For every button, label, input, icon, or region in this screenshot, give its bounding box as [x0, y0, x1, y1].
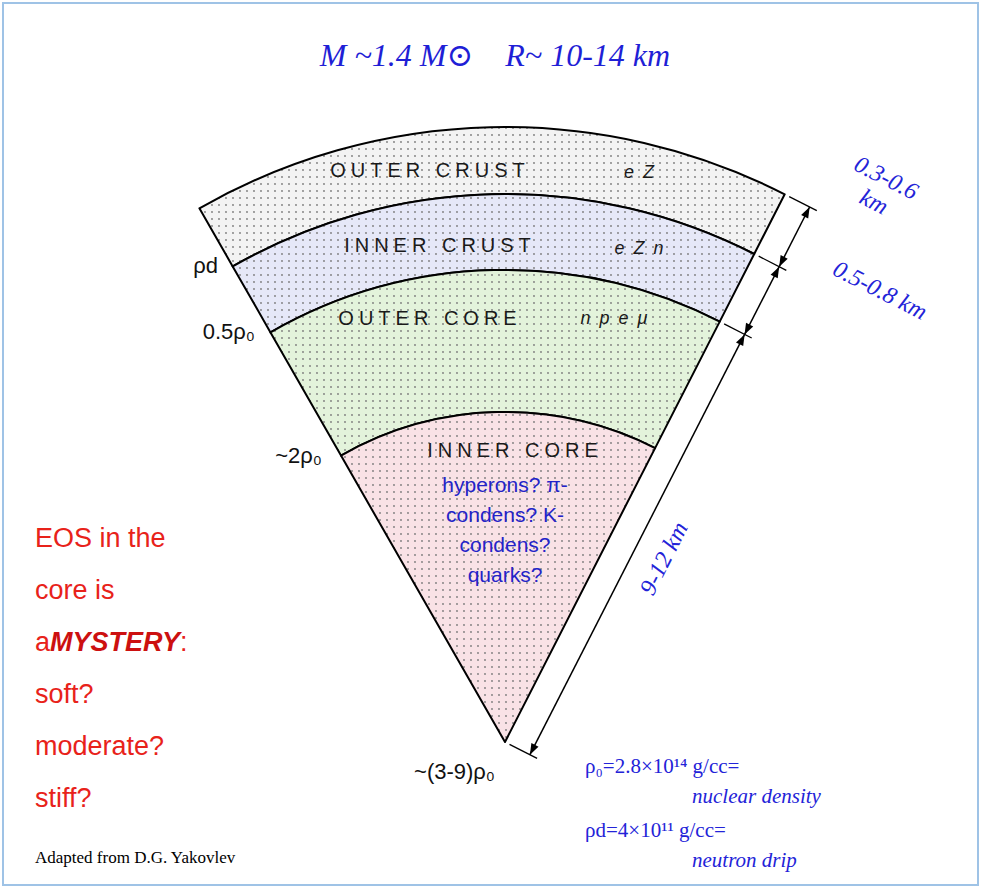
arrow-head — [771, 267, 780, 279]
band-outline — [341, 412, 655, 742]
credit-text: Adapted from D.G. Yakovlev — [35, 848, 235, 868]
arrow-head — [530, 743, 539, 755]
density-label: 0.5ρ₀ — [203, 319, 255, 345]
definition-text: ρd=4×10¹¹ g/cc= — [585, 818, 726, 843]
note-block: EOS in the core is aMYSTERY: soft? moder… — [35, 512, 185, 824]
dimension-label: 0.3-0.6 km — [828, 146, 933, 235]
layer-name: INNER CRUST — [344, 234, 536, 257]
definition-text: ρ₀=2.8×10¹⁴ g/cc= — [585, 754, 739, 779]
layer-name: OUTER CORE — [338, 307, 521, 330]
arrow-head — [745, 323, 754, 335]
density-label: ρd — [193, 253, 218, 279]
density-label: ~(3-9)ρ₀ — [414, 759, 495, 785]
definition-text: neutron drip — [692, 848, 797, 873]
composition-list: hyperons? π-condens? K-condens? quarks? — [435, 470, 575, 590]
layer-band: INNER CORE hyperons? π-condens? K-condens… — [339, 410, 658, 744]
arrow-head — [779, 255, 788, 267]
dimension-line — [745, 267, 780, 335]
dimension-label: 0.5-0.8 km — [828, 255, 931, 325]
composition-label: n p e μ — [581, 308, 650, 329]
composition-label: e Z — [624, 162, 656, 183]
note-emphasis: MYSTERY — [50, 627, 180, 657]
dimension-line — [779, 207, 809, 267]
composition-label: e Z n — [614, 238, 665, 259]
arrow-head — [801, 207, 810, 219]
extension-line — [789, 197, 817, 211]
dimension-label: 9-12 km — [634, 517, 693, 599]
band-fill — [341, 412, 655, 742]
arrow-head — [736, 334, 745, 346]
layer-name: OUTER CRUST — [330, 159, 529, 182]
diagram-title: M ~1.4 M⊙ R~ 10-14 km — [320, 36, 670, 74]
definition-text: nuclear density — [692, 784, 821, 809]
layer-name: INNER CORE — [427, 439, 603, 462]
density-label: ~2ρ₀ — [275, 443, 322, 469]
